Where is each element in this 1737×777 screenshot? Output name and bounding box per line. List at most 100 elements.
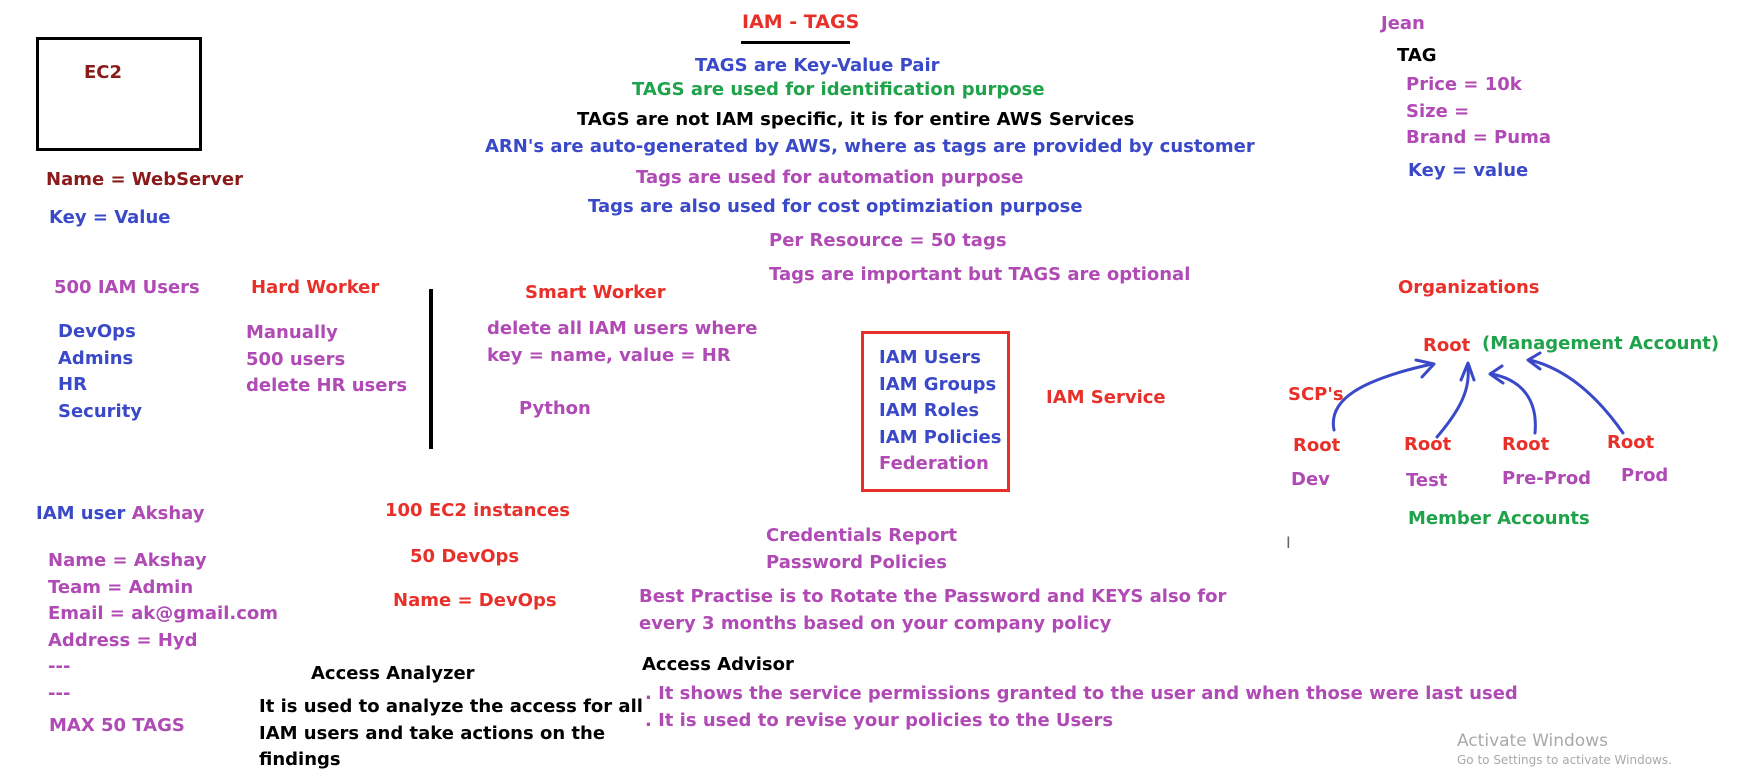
akshay-tag-line: ---: [48, 656, 71, 677]
credentials-line: Credentials Report: [766, 525, 958, 546]
member-accounts-label: Member Accounts: [1408, 508, 1590, 529]
member-root: Root: [1607, 432, 1655, 453]
member-env: Dev: [1291, 469, 1330, 490]
akshay-tag-line: Address = Hyd: [48, 629, 198, 651]
best-practise-line: every 3 months based on your company pol…: [639, 612, 1112, 634]
management-account: (Management Account): [1482, 333, 1720, 354]
smart-worker-heading: Smart Worker: [525, 282, 666, 303]
member-env: Pre-Prod: [1502, 468, 1592, 489]
jean-name: Jean: [1381, 13, 1425, 34]
arrow-test-to-root: [1435, 366, 1470, 439]
iam-service-item: Federation: [879, 453, 989, 474]
iam-service-label: IAM Service: [1046, 387, 1166, 408]
tag-statement-7: Per Resource = 50 tags: [769, 230, 1007, 251]
org-root: Root: [1423, 335, 1471, 356]
arrow-head: [1414, 358, 1436, 379]
ec2-box: [36, 37, 202, 151]
hard-worker-lines: Manually 500 users delete HR users: [246, 320, 407, 400]
akshay-tag-line: Team = Admin: [48, 576, 194, 598]
iam-service-item: IAM Users: [879, 347, 981, 368]
best-practise: Best Practise is to Rotate the Password …: [639, 584, 1226, 637]
access-analyzer-lines: It is used to analyze the access for all…: [259, 694, 643, 774]
member-env: Prod: [1621, 465, 1669, 486]
scp-label: SCP's: [1288, 384, 1344, 405]
akshay-heading-prefix: IAM user: [36, 503, 126, 524]
smart-worker-lines: delete all IAM users where key = name, v…: [487, 316, 757, 369]
jean-tag-heading: TAG: [1397, 45, 1437, 66]
tag-statement-1: TAGS are Key-Value Pair: [695, 55, 940, 76]
access-analyzer-line: It is used to analyze the access for all: [259, 696, 643, 717]
arrow-prod-to-root: [1528, 358, 1625, 435]
arrow-head: [1459, 361, 1476, 382]
jean-key-value: Key = value: [1408, 160, 1529, 181]
akshay-tag-line: ---: [48, 682, 71, 704]
page-title: IAM - TAGS: [742, 11, 860, 33]
organizations-heading: Organizations: [1398, 277, 1540, 298]
access-analyzer-line: findings: [259, 749, 341, 770]
arrow-dev-to-root: [1331, 362, 1434, 432]
group-item: Security: [58, 400, 143, 422]
jean-tag-line: Brand = Puma: [1406, 127, 1551, 148]
iam-service-items: IAM Users IAM Groups IAM Roles IAM Polic…: [879, 345, 1001, 478]
member-env: Test: [1406, 470, 1448, 491]
users-groups: DevOps Admins HR Security: [58, 319, 142, 425]
member-root: Root: [1404, 434, 1452, 455]
watermark-subtitle: Go to Settings to activate Windows.: [1457, 753, 1672, 767]
tag-statement-8: Tags are important but TAGS are optional: [769, 264, 1191, 285]
member-root: Root: [1502, 434, 1550, 455]
group-item: DevOps: [58, 321, 136, 342]
akshay-heading: IAM user Akshay: [36, 505, 204, 523]
ec2-name-tag: Name = WebServer: [46, 169, 243, 190]
ec2-key-value: Key = Value: [49, 207, 171, 228]
smart-worker-line: delete all IAM users where: [487, 318, 758, 339]
iam-service-box: [861, 331, 1010, 492]
tag-statement-2: TAGS are used for identification purpose: [632, 79, 1045, 100]
jean-tag-lines: Price = 10k Size = Brand = Puma: [1406, 72, 1551, 152]
smart-worker-line: key = name, value = HR: [487, 344, 731, 366]
divider-line: [429, 289, 433, 449]
smart-worker-tool: Python: [519, 398, 591, 419]
access-advisor-heading: Access Advisor: [642, 654, 794, 675]
iam-service-item: IAM Policies: [879, 426, 1002, 448]
group-item: Admins: [58, 347, 134, 369]
ec2-instances-devops: 50 DevOps: [410, 546, 520, 567]
arrow-head: [1526, 351, 1542, 371]
ec2-instances-count: 100 EC2 instances: [385, 500, 570, 521]
arrow-head: [1488, 364, 1505, 385]
akshay-heading-name: Akshay: [131, 503, 205, 524]
akshay-max-tags: MAX 50 TAGS: [49, 715, 185, 736]
member-root: Root: [1293, 435, 1341, 456]
tag-statement-3: TAGS are not IAM specific, it is for ent…: [577, 109, 1135, 130]
access-analyzer-line: IAM users and take actions on the: [259, 722, 606, 744]
jean-tag-line: Size =: [1406, 100, 1470, 122]
watermark-title: Activate Windows: [1457, 731, 1608, 751]
best-practise-line: Best Practise is to Rotate the Password …: [639, 586, 1227, 607]
group-item: HR: [58, 374, 87, 395]
access-analyzer-heading: Access Analyzer: [311, 663, 475, 684]
akshay-tags: Name = Akshay Team = Admin Email = ak@gm…: [48, 548, 278, 707]
credentials-lines: Credentials Report Password Policies: [766, 523, 957, 576]
akshay-tag-line: Email = ak@gmail.com: [48, 603, 279, 624]
tag-statement-6: Tags are also used for cost optimziation…: [588, 196, 1083, 217]
tag-statement-4: ARN's are auto-generated by AWS, where a…: [485, 136, 1255, 157]
hard-worker-line: Manually: [246, 322, 338, 343]
hard-worker-heading: Hard Worker: [251, 277, 380, 298]
tag-statement-5: Tags are used for automation purpose: [636, 167, 1024, 188]
ec2-label: EC2: [84, 62, 123, 83]
arrow-preprod-to-root: [1490, 372, 1537, 435]
title-underline: [741, 41, 850, 44]
iam-service-item: IAM Groups: [879, 373, 997, 395]
akshay-tag-line: Name = Akshay: [48, 550, 207, 571]
access-advisor-line: . It is used to revise your policies to …: [645, 709, 1114, 731]
jean-tag-line: Price = 10k: [1406, 74, 1522, 95]
access-advisor-line: . It shows the service permissions grant…: [645, 683, 1518, 704]
iam-service-item: IAM Roles: [879, 400, 980, 421]
credentials-line: Password Policies: [766, 551, 947, 573]
hard-worker-line: delete HR users: [246, 375, 408, 396]
hard-worker-line: 500 users: [246, 348, 346, 370]
access-advisor-lines: . It shows the service permissions grant…: [645, 681, 1518, 734]
text-cursor-icon: I: [1286, 533, 1291, 552]
users-heading: 500 IAM Users: [54, 277, 200, 298]
ec2-instances-name-tag: Name = DevOps: [393, 590, 557, 611]
